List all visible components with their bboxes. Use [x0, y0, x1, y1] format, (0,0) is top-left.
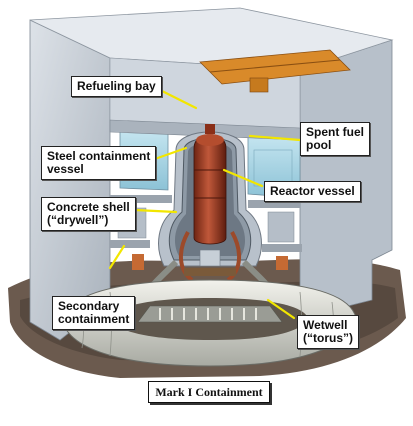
callout-pointers: [108, 88, 302, 320]
label-spent-fuel-pool: Spent fuel pool: [300, 122, 371, 156]
crane-girder: [199, 49, 351, 85]
label-reactor-vessel: Reactor vessel: [264, 181, 361, 202]
figure-caption: Mark I Containment: [148, 381, 270, 403]
label-concrete-shell: Concrete shell (“drywell”): [41, 197, 136, 231]
label-wetwell-torus: Wetwell (“torus”): [297, 315, 359, 349]
label-refueling-bay: Refueling bay: [71, 76, 162, 97]
reactor-vessel: [193, 134, 227, 245]
label-steel-containment-vessel: Steel containment vessel: [41, 146, 157, 180]
label-secondary-containment: Secondary containment: [52, 296, 136, 330]
